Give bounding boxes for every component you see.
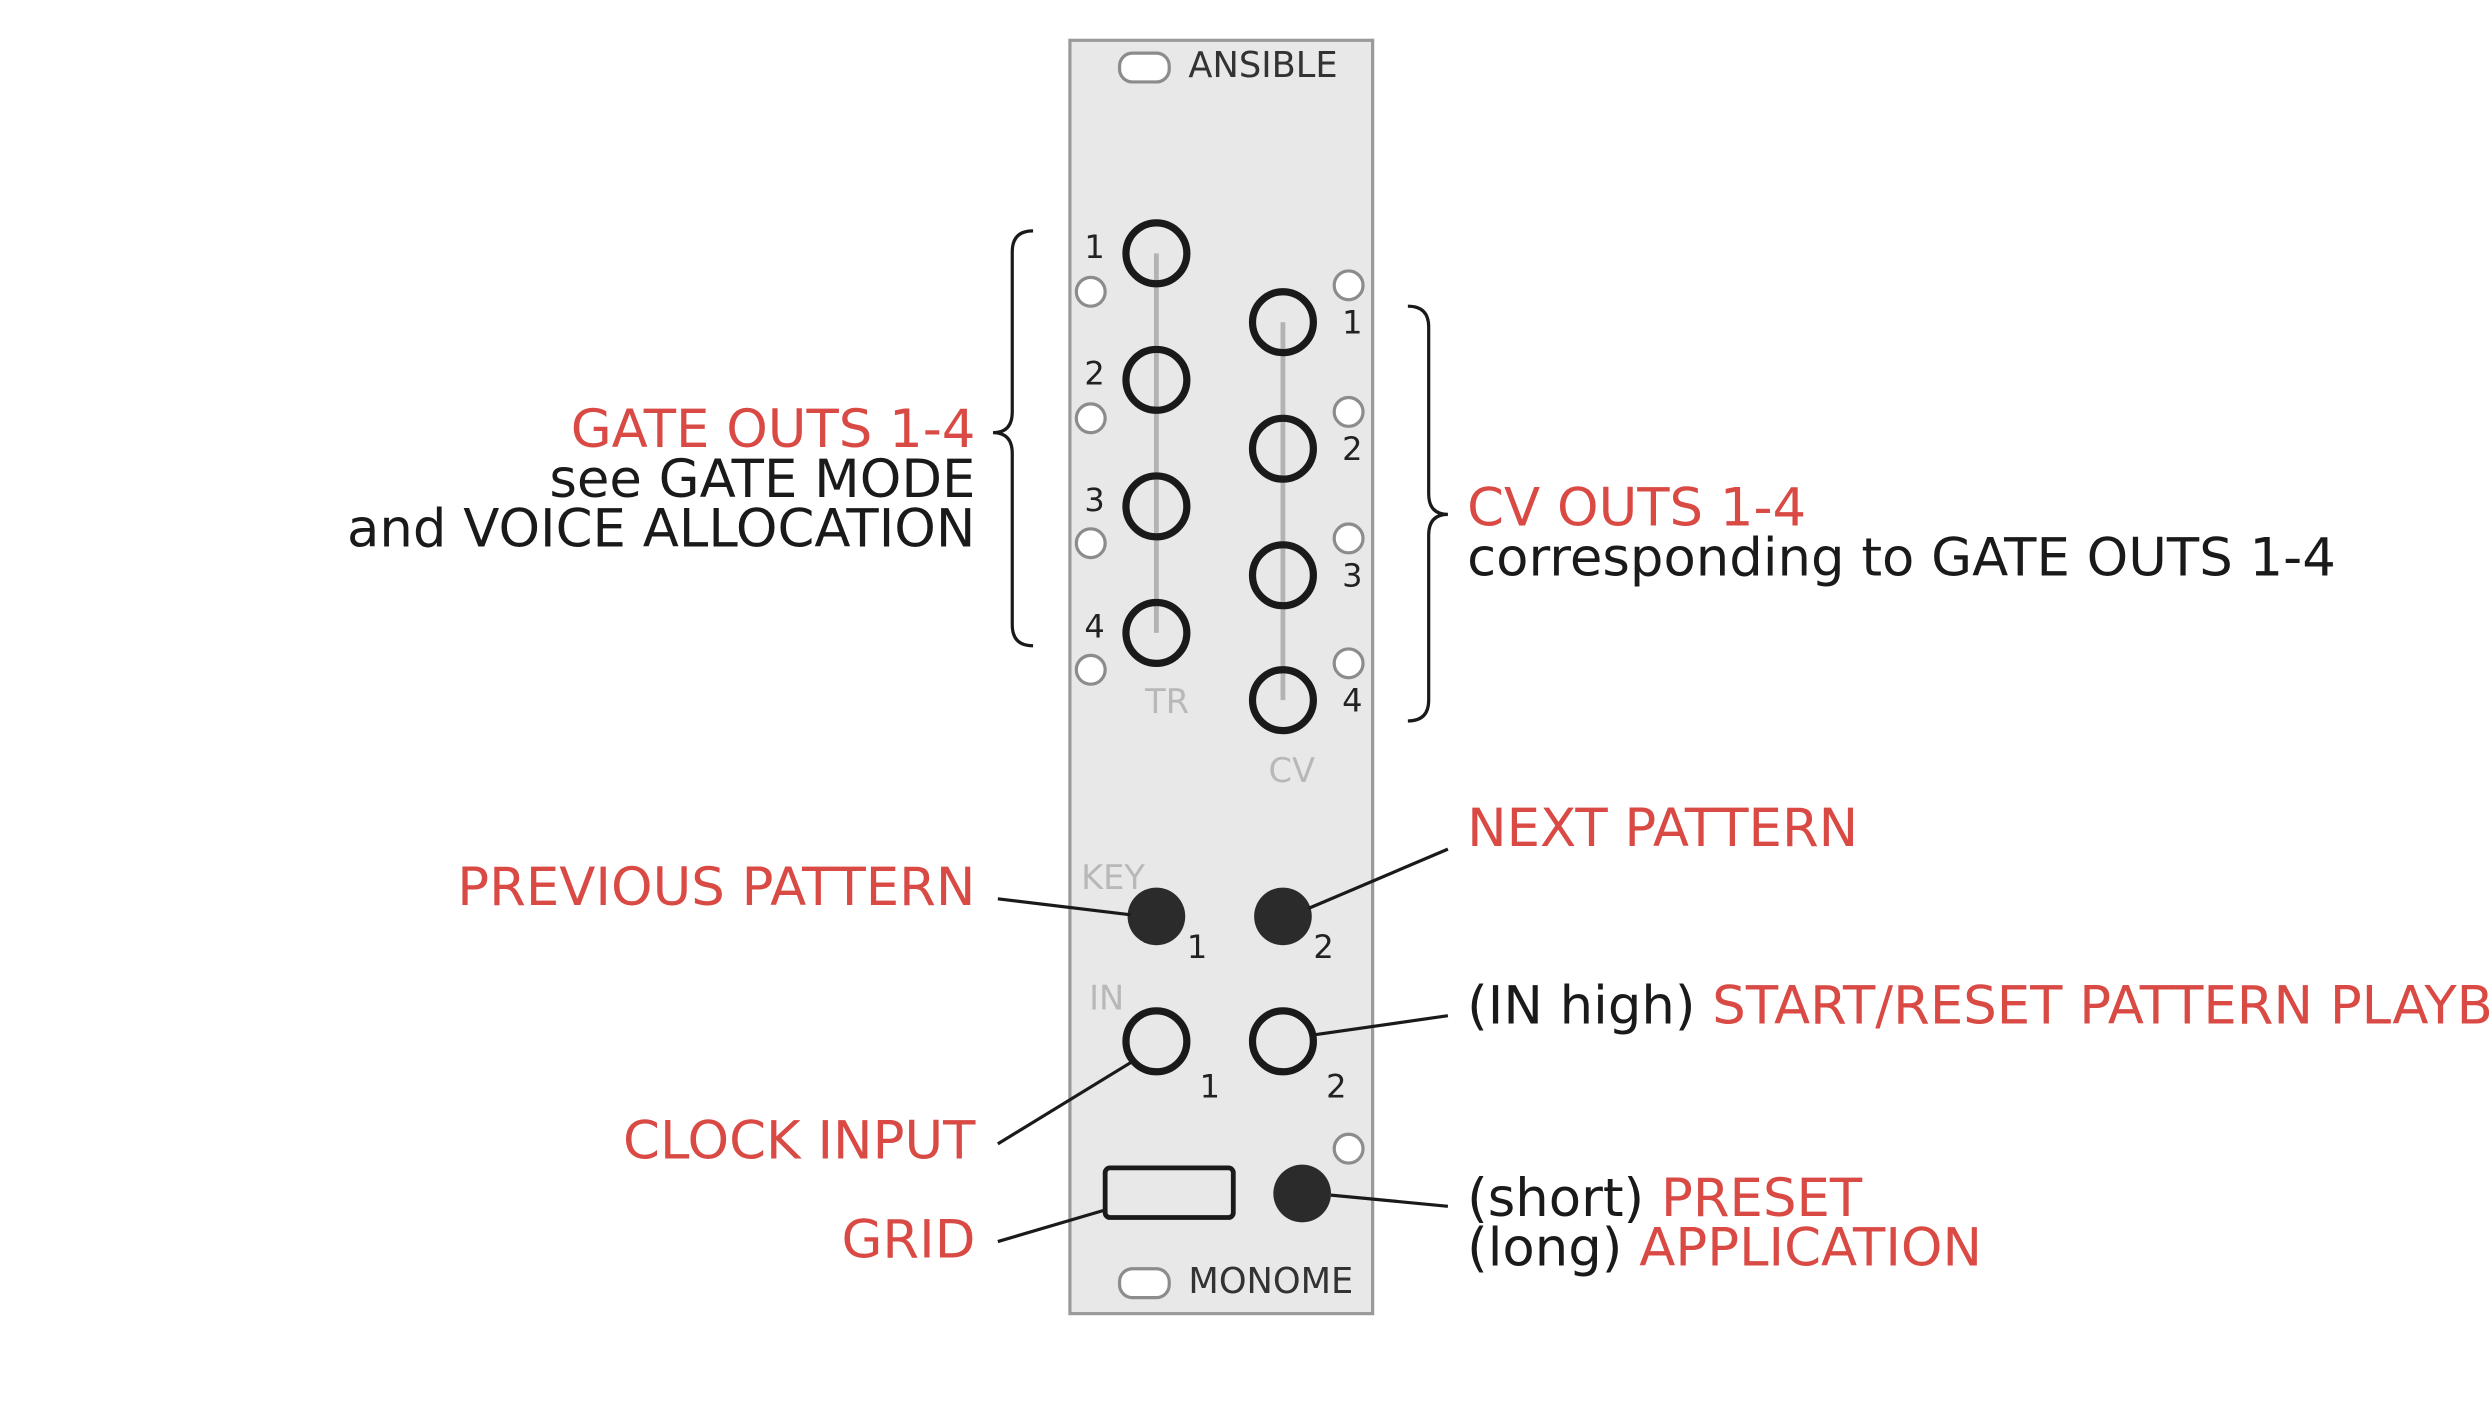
preset-button[interactable] bbox=[1273, 1164, 1331, 1223]
cv-led-4 bbox=[1332, 647, 1365, 680]
cv-number-1: 1 bbox=[1342, 303, 1362, 341]
cv-outs-bracket bbox=[1407, 304, 1448, 723]
gate-outs-annotation: GATE OUTS 1-4 see GATE MODE and VOICE AL… bbox=[347, 399, 975, 559]
tr-jack-1[interactable] bbox=[1122, 219, 1191, 288]
cv-number-2: 2 bbox=[1342, 430, 1362, 468]
tr-jack-4[interactable] bbox=[1122, 598, 1191, 667]
cv-led-1 bbox=[1332, 269, 1365, 302]
preset-label: (short) PRESET bbox=[1467, 1168, 1863, 1229]
gate-outs-line2: see GATE MODE bbox=[549, 449, 975, 510]
key-button-1[interactable] bbox=[1127, 887, 1186, 946]
in2-leader bbox=[1313, 1014, 1449, 1037]
panel-face bbox=[1068, 38, 1375, 1316]
grid-leader bbox=[997, 1207, 1108, 1244]
clock-input-label: CLOCK INPUT bbox=[623, 1110, 976, 1171]
application-text: APPLICATION bbox=[1639, 1218, 1982, 1279]
in2-prefix: (IN high) bbox=[1467, 976, 1712, 1037]
gate-outs-title: GATE OUTS 1-4 bbox=[571, 399, 976, 460]
cv-outs-annotation: CV OUTS 1-4 corresponding to GATE OUTS 1… bbox=[1467, 478, 2336, 589]
key-group-label: KEY bbox=[1081, 858, 1145, 897]
next-pattern-label: NEXT PATTERN bbox=[1467, 798, 1858, 859]
tr-led-1 bbox=[1074, 275, 1107, 308]
cv-led-3 bbox=[1332, 522, 1365, 555]
cv-number-3: 3 bbox=[1342, 556, 1362, 594]
cv-jack-2[interactable] bbox=[1248, 414, 1317, 483]
in-group-label: IN bbox=[1089, 978, 1124, 1017]
application-prefix: (long) bbox=[1467, 1218, 1639, 1279]
in-number-2: 2 bbox=[1326, 1067, 1346, 1105]
gate-outs-line3: and VOICE ALLOCATION bbox=[347, 498, 975, 559]
module-name: ANSIBLE bbox=[1188, 45, 1337, 86]
in-number-1: 1 bbox=[1200, 1067, 1220, 1105]
in-jack-2[interactable] bbox=[1248, 1007, 1317, 1076]
preset-text: PRESET bbox=[1661, 1168, 1863, 1229]
in2-text: START/RESET PATTERN PLAYBACK bbox=[1712, 976, 2489, 1037]
preset-led bbox=[1332, 1132, 1365, 1165]
bottom-screw-hole bbox=[1117, 1267, 1171, 1300]
cv-group-label: CV bbox=[1269, 751, 1315, 790]
cv-jack-3[interactable] bbox=[1248, 541, 1317, 610]
clock-input-leader bbox=[997, 1059, 1135, 1146]
tr-jack-3[interactable] bbox=[1122, 472, 1191, 541]
preset-prefix: (short) bbox=[1467, 1168, 1661, 1229]
gate-outs-bracket bbox=[992, 229, 1034, 648]
tr-number-2: 2 bbox=[1084, 355, 1104, 393]
cv-jack-1[interactable] bbox=[1248, 288, 1317, 357]
cv-number-4: 4 bbox=[1342, 681, 1362, 719]
grid-label: GRID bbox=[841, 1210, 975, 1271]
grid-usb-port[interactable] bbox=[1102, 1165, 1236, 1220]
tr-led-3 bbox=[1074, 527, 1107, 560]
in2-label: (IN high) START/RESET PATTERN PLAYBACK bbox=[1467, 976, 2489, 1037]
tr-group-label: TR bbox=[1144, 682, 1189, 721]
in-jack-1[interactable] bbox=[1122, 1007, 1191, 1076]
cv-jack-4[interactable] bbox=[1248, 666, 1317, 735]
cv-outs-title: CV OUTS 1-4 bbox=[1467, 478, 1806, 539]
tr-led-2 bbox=[1074, 402, 1107, 435]
module-panel: ANSIBLE MONOME 1 2 3 4 TR 1 bbox=[1068, 38, 1375, 1316]
tr-number-4: 4 bbox=[1084, 608, 1104, 646]
cv-led-2 bbox=[1332, 395, 1365, 428]
tr-number-3: 3 bbox=[1084, 481, 1104, 519]
key-number-2: 2 bbox=[1313, 928, 1333, 966]
manufacturer-name: MONOME bbox=[1188, 1261, 1353, 1302]
tr-led-4 bbox=[1074, 653, 1107, 686]
previous-pattern-label: PREVIOUS PATTERN bbox=[457, 857, 975, 918]
key-number-1: 1 bbox=[1187, 928, 1207, 966]
preset-leader bbox=[1330, 1193, 1449, 1208]
tr-jack-2[interactable] bbox=[1122, 345, 1191, 414]
top-screw-hole bbox=[1117, 51, 1171, 84]
application-label: (long) APPLICATION bbox=[1467, 1218, 1982, 1279]
previous-pattern-leader bbox=[997, 897, 1131, 917]
cv-outs-line2: corresponding to GATE OUTS 1-4 bbox=[1467, 527, 2336, 588]
tr-number-1: 1 bbox=[1084, 228, 1104, 266]
next-pattern-leader bbox=[1307, 847, 1449, 910]
key-button-2[interactable] bbox=[1254, 887, 1312, 946]
